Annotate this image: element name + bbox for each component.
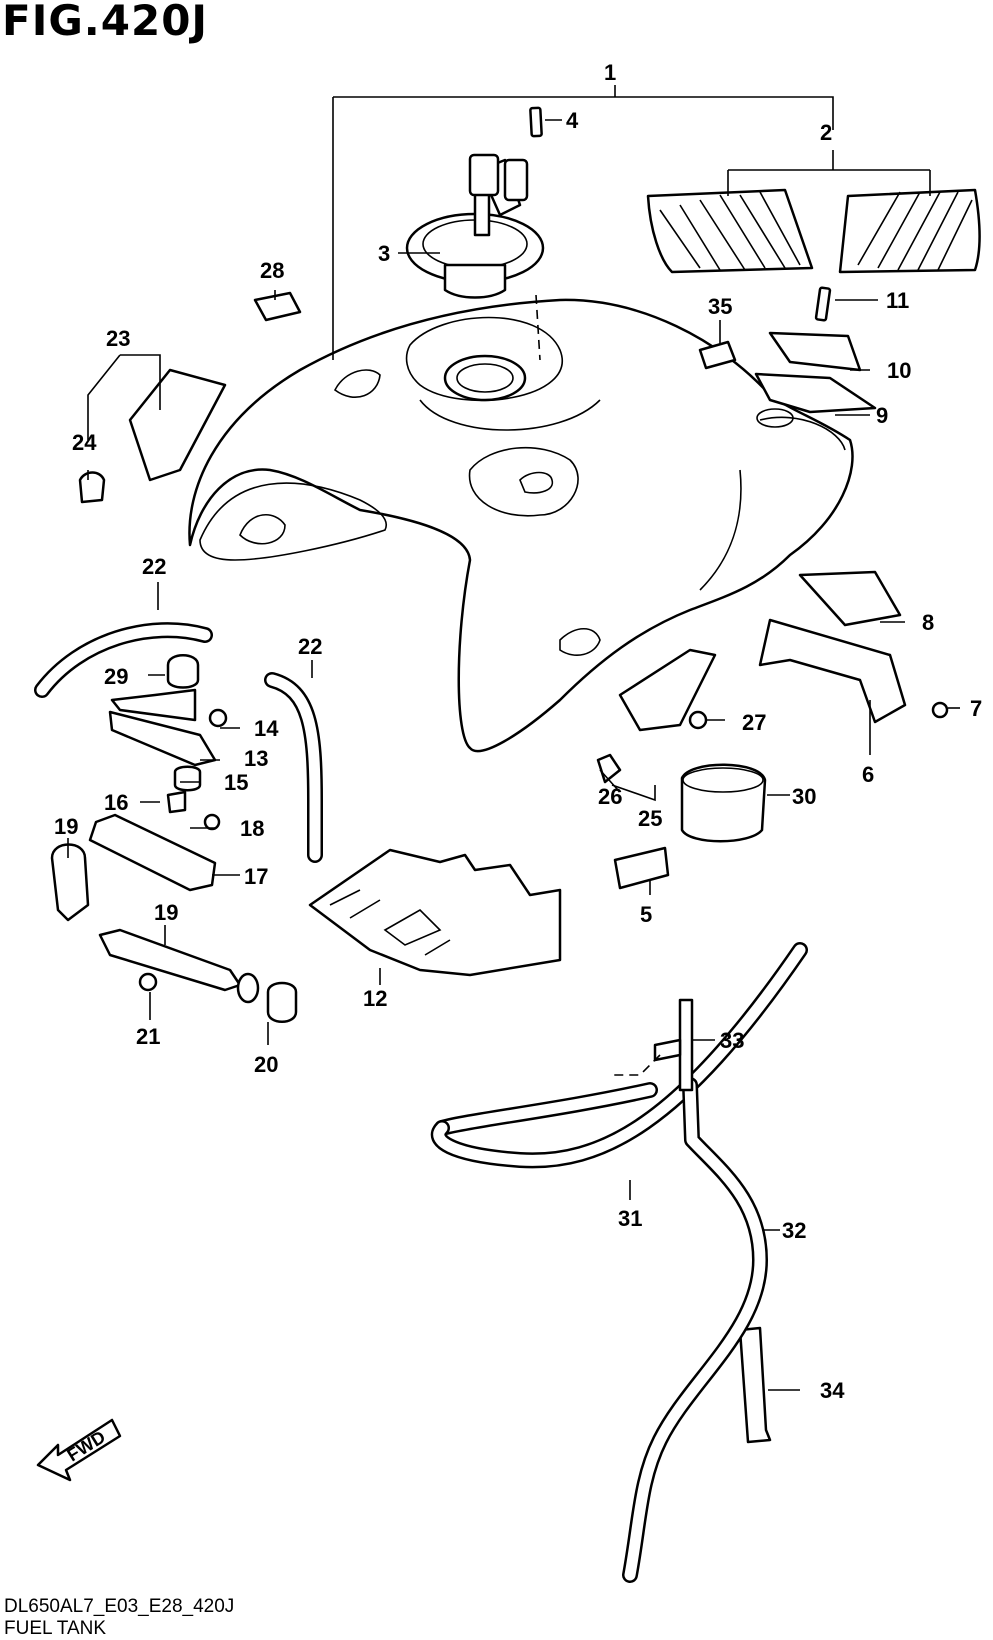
- callout-25: 25: [638, 806, 662, 831]
- callout-24: 24: [72, 430, 97, 455]
- callout-20: 20: [254, 1052, 278, 1077]
- callout-7: 7: [970, 696, 982, 721]
- callout-2: 2: [820, 120, 832, 145]
- callout-14: 14: [254, 716, 279, 741]
- callout-11: 11: [886, 288, 909, 313]
- callout-35: 35: [708, 294, 732, 319]
- callout-6: 6: [862, 762, 874, 787]
- callout-22b: 22: [298, 634, 322, 659]
- callout-18: 18: [240, 816, 264, 841]
- callout-15: 15: [224, 770, 248, 795]
- callout-22a: 22: [142, 554, 166, 579]
- hoses-and-seals: [34, 622, 808, 1583]
- callout-33: 33: [720, 1028, 744, 1053]
- callout-16: 16: [104, 790, 128, 815]
- callout-5: 5: [640, 902, 652, 927]
- figure-name: FUEL TANK: [4, 1618, 107, 1639]
- fwd-arrow: FWD: [36, 1418, 122, 1482]
- callout-23: 23: [106, 326, 130, 351]
- callout-27: 27: [742, 710, 766, 735]
- callout-4: 4: [566, 108, 579, 133]
- callout-26: 26: [598, 784, 622, 809]
- small-parts: [50, 286, 949, 1444]
- fuel-tank-body: [188, 298, 854, 753]
- callout-21: 21: [136, 1024, 160, 1049]
- callout-9: 9: [876, 403, 888, 428]
- callout-13: 13: [244, 746, 268, 771]
- callout-1: 1: [604, 60, 616, 85]
- leader-lines: [67, 85, 960, 1391]
- callout-34: 34: [820, 1378, 845, 1403]
- model-code: DL650AL7_E03_E28_420J: [4, 1596, 235, 1617]
- callout-32: 32: [782, 1218, 806, 1243]
- callout-3: 3: [378, 241, 390, 266]
- callout-8: 8: [922, 610, 934, 635]
- callout-12: 12: [363, 986, 387, 1011]
- callout-30: 30: [792, 784, 816, 809]
- callout-31: 31: [618, 1206, 642, 1231]
- figure-title: FIG.420J: [2, 0, 209, 45]
- callout-19a: 19: [54, 814, 78, 839]
- parts-diagram: FWD: [34, 60, 982, 1583]
- callout-17: 17: [244, 864, 268, 889]
- seat-pads: [646, 188, 981, 274]
- callout-28: 28: [260, 258, 284, 283]
- callout-19b: 19: [154, 900, 178, 925]
- callout-29: 29: [104, 664, 128, 689]
- callout-10: 10: [887, 358, 911, 383]
- callout-labels: 1 2 3 4 5 6 7 8 9 10 11 12 13 14 15 16 1…: [54, 60, 982, 1403]
- fuel-cap-assembly: [405, 106, 545, 361]
